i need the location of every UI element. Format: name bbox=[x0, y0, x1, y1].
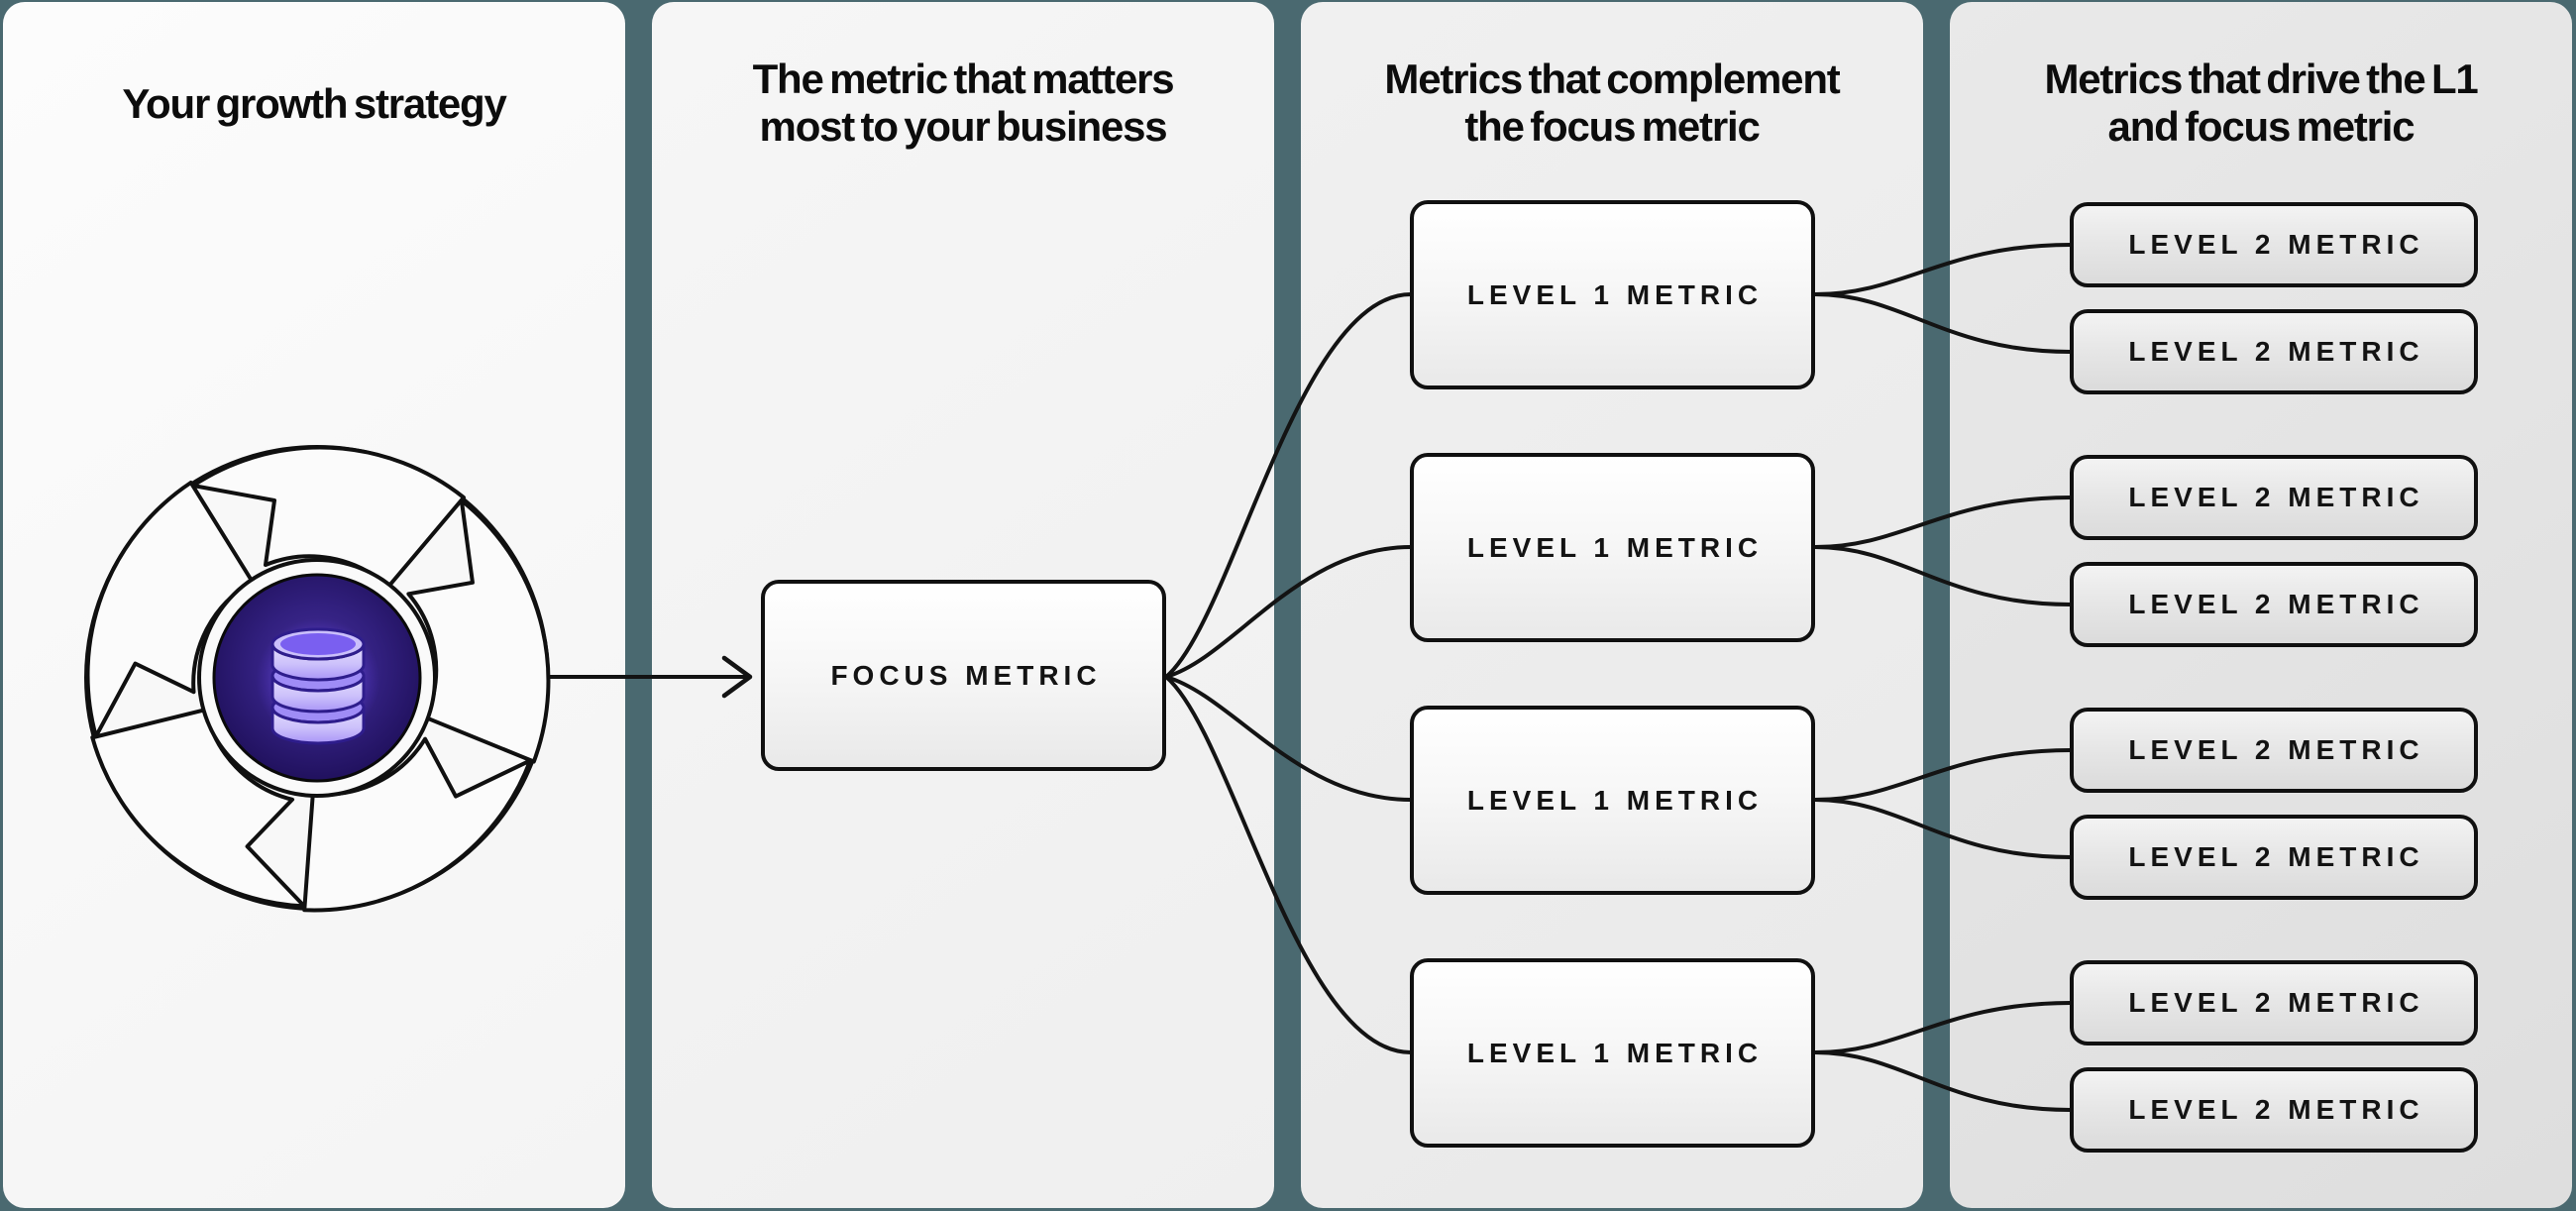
arrow-right-icon bbox=[721, 655, 753, 699]
level2-metric-node: LEVEL 2 METRIC bbox=[2070, 562, 2478, 647]
panel-title: The metric that matters most to your bus… bbox=[652, 55, 1274, 151]
level2-metric-node: LEVEL 2 METRIC bbox=[2070, 309, 2478, 394]
panel-title: Your growth strategy bbox=[3, 80, 625, 128]
node-label: LEVEL 2 METRIC bbox=[2128, 734, 2424, 765]
panel-title: Metrics that complement the focus metric bbox=[1301, 55, 1923, 151]
database-icon bbox=[239, 601, 397, 759]
l1-to-l2-curve bbox=[1813, 748, 2073, 802]
panel-title-line: Metrics that drive the L1 bbox=[2044, 55, 2478, 102]
level2-metric-node: LEVEL 2 METRIC bbox=[2070, 1067, 2478, 1153]
node-label: FOCUS METRIC bbox=[830, 659, 1102, 691]
aperture-blades bbox=[85, 445, 551, 913]
panel-title-line: and focus metric bbox=[2107, 103, 2415, 150]
level2-metric-node: LEVEL 2 METRIC bbox=[2070, 202, 2478, 287]
focus-metric-node: FOCUS METRIC bbox=[761, 580, 1166, 771]
level1-metric-node: LEVEL 1 METRIC bbox=[1410, 200, 1815, 389]
l1-to-l2-curve bbox=[1813, 1050, 2073, 1112]
node-label: LEVEL 1 METRIC bbox=[1466, 531, 1764, 563]
panel-title-line: most to your business bbox=[759, 103, 1168, 150]
panel-title-line: the focus metric bbox=[1464, 103, 1760, 150]
aperture-shutter-icon bbox=[84, 445, 551, 913]
node-label: LEVEL 1 METRIC bbox=[1466, 1037, 1764, 1068]
node-label: LEVEL 1 METRIC bbox=[1466, 784, 1764, 816]
node-label: LEVEL 1 METRIC bbox=[1466, 278, 1764, 310]
node-label: LEVEL 2 METRIC bbox=[2128, 841, 2424, 872]
focus-to-l1-curve bbox=[1164, 675, 1413, 1054]
level2-metric-node: LEVEL 2 METRIC bbox=[2070, 708, 2478, 793]
node-label: LEVEL 2 METRIC bbox=[2128, 229, 2424, 260]
focus-to-l1-curve bbox=[1164, 675, 1413, 802]
panel-focus-metric: The metric that matters most to your bus… bbox=[652, 2, 1274, 1208]
level1-metric-node: LEVEL 1 METRIC bbox=[1410, 706, 1815, 895]
focus-to-l1-curve bbox=[1164, 545, 1413, 679]
l1-to-l2-curve bbox=[1813, 798, 2073, 859]
level2-metric-node: LEVEL 2 METRIC bbox=[2070, 960, 2478, 1046]
node-label: LEVEL 2 METRIC bbox=[2128, 589, 2424, 619]
level1-metric-node: LEVEL 1 METRIC bbox=[1410, 958, 1815, 1148]
node-label: LEVEL 2 METRIC bbox=[2128, 336, 2424, 367]
panel-title-line: Your growth strategy bbox=[122, 80, 506, 127]
focus-to-l1-curve bbox=[1164, 292, 1413, 679]
l1-to-l2-curve bbox=[1813, 292, 2073, 354]
l1-to-l2-curve bbox=[1813, 1001, 2073, 1054]
l1-to-l2-curve bbox=[1813, 243, 2073, 296]
level2-metric-node: LEVEL 2 METRIC bbox=[2070, 815, 2478, 900]
level1-metric-node: LEVEL 1 METRIC bbox=[1410, 453, 1815, 642]
panel-title: Metrics that drive the L1 and focus metr… bbox=[1950, 55, 2572, 151]
node-label: LEVEL 2 METRIC bbox=[2128, 482, 2424, 512]
panel-title-line: Metrics that complement bbox=[1384, 55, 1840, 102]
level2-metric-node: LEVEL 2 METRIC bbox=[2070, 455, 2478, 540]
l1-to-l2-curve bbox=[1813, 495, 2073, 549]
node-label: LEVEL 2 METRIC bbox=[2128, 1094, 2424, 1125]
panel-title-line: The metric that matters bbox=[752, 55, 1175, 102]
node-label: LEVEL 2 METRIC bbox=[2128, 987, 2424, 1018]
l1-to-l2-curve bbox=[1813, 545, 2073, 606]
